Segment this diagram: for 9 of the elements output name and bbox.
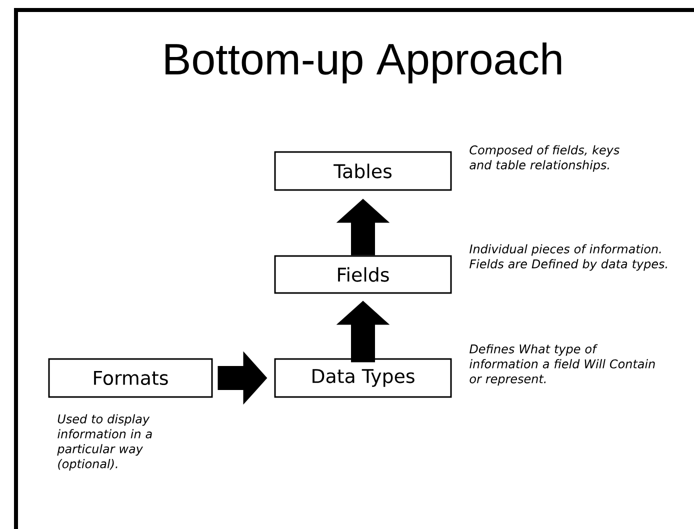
description-text: Defines What type of information a field Will Contain or represent. (470, 344, 655, 386)
description-text: Used to display information in a particular way (optional). (57, 414, 152, 471)
description-text: Composed of fields, keys and table relationships. (470, 145, 620, 172)
process-box: Data Types (274, 358, 452, 398)
description-text: Individual pieces of information. Fields are Defined by data types. (470, 244, 667, 271)
process-box: Formats (48, 358, 213, 398)
title: Bottom-up Approach (166, 42, 562, 84)
process-box: Fields (274, 255, 452, 294)
process-box: Tables (274, 151, 452, 191)
